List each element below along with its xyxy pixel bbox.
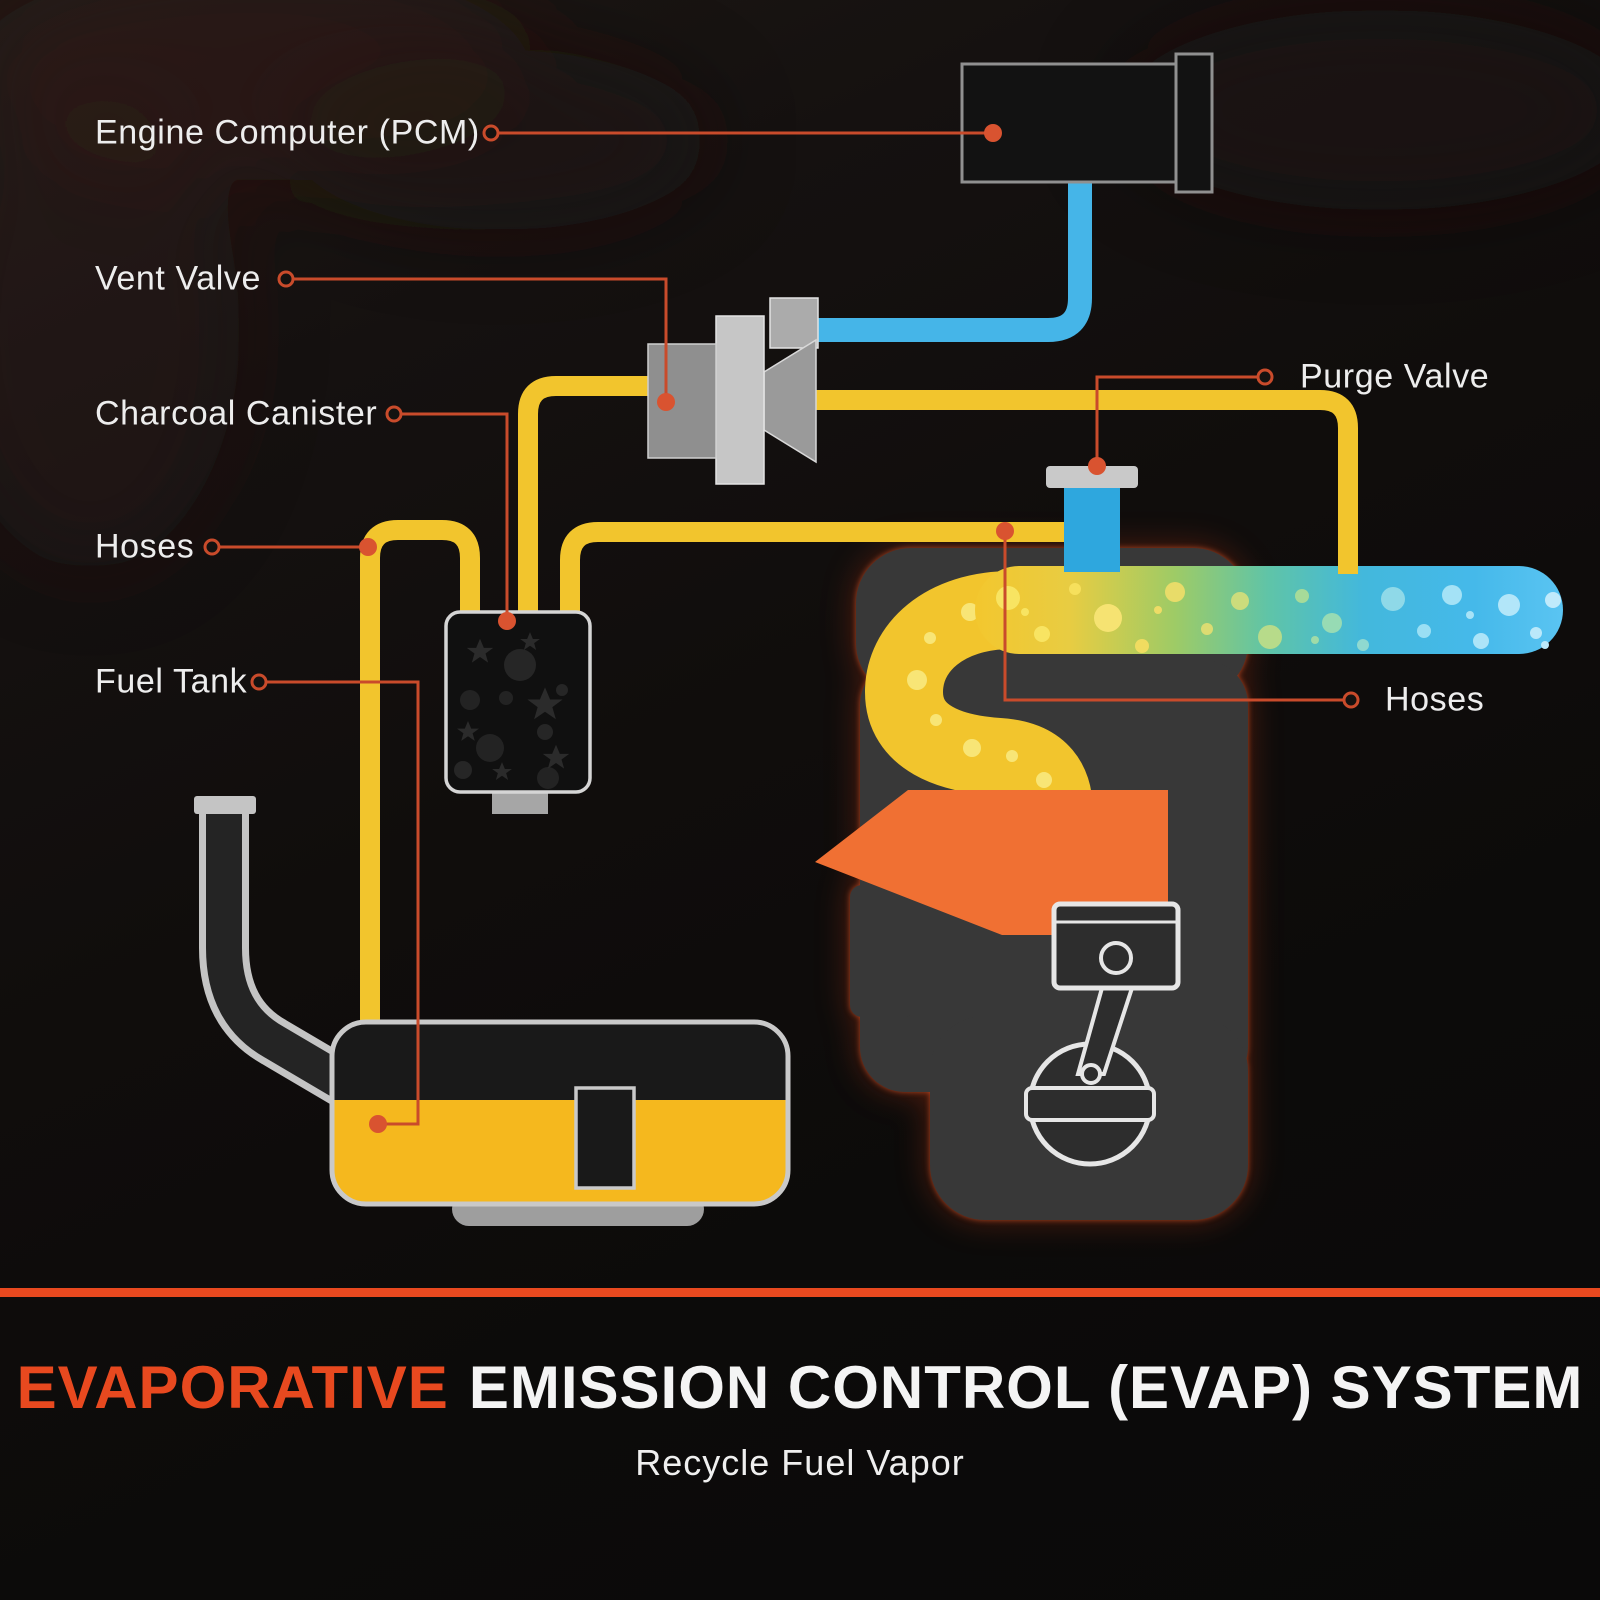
wrist-pin [1099, 941, 1133, 975]
title-highlight: EVAPORATIVE [16, 1354, 449, 1421]
vent-valve-funnel [763, 338, 817, 464]
accent-divider [0, 1288, 1600, 1297]
callout-purge-valve [1088, 368, 1274, 475]
label-hoses-left: Hoses [95, 527, 195, 566]
piston-crank-assembly [1024, 901, 1181, 1167]
label-hoses-right: Hoses [1385, 680, 1485, 719]
page-title: EVAPORATIVE EMISSION CONTROL (EVAP) SYSTE… [0, 1352, 1600, 1424]
callout-fuel-tank [250, 673, 420, 1133]
pcm-signal-line [794, 170, 1092, 342]
purge-valve-cap [1046, 466, 1138, 488]
crank-counterweight [1024, 1086, 1156, 1122]
hose-canister-to-purge-valve [560, 522, 1070, 616]
intake-manifold [815, 790, 1168, 935]
fuel-level [332, 1100, 788, 1204]
background-ambience [0, 0, 1600, 570]
canister-outlet [492, 792, 548, 814]
filler-neck-inner [206, 810, 362, 1104]
purge-valve-body [1064, 488, 1120, 572]
hose-vent-valve-to-canister [518, 376, 652, 616]
charcoal-canister [444, 610, 592, 814]
callout-hoses-left [203, 538, 377, 556]
callout-hoses-right [996, 522, 1360, 709]
filler-cap [194, 796, 256, 814]
callout-vent-valve [277, 270, 675, 411]
fuel-pump-module [574, 1086, 636, 1190]
canister-pattern [454, 632, 570, 789]
label-fuel-tank: Fuel Tank [95, 662, 248, 701]
vent-valve-stem [715, 315, 765, 485]
callouts [203, 124, 1360, 1133]
page-subtitle: Recycle Fuel Vapor [635, 1442, 965, 1483]
vent-valve-port [769, 297, 819, 349]
label-engine-computer: Engine Computer (PCM) [95, 113, 480, 152]
label-vent-valve: Vent Valve [95, 259, 262, 298]
label-charcoal-canister: Charcoal Canister [95, 394, 378, 433]
callout-engine-computer [482, 124, 1002, 142]
vent-valve [647, 297, 819, 485]
pcm-box [960, 52, 1214, 194]
intake-air-tube [975, 566, 1563, 654]
crank-pin [1080, 1063, 1102, 1085]
label-purge-valve: Purge Valve [1300, 357, 1490, 396]
fuel-tank-assembly [194, 796, 791, 1226]
callout-charcoal-canister [385, 405, 516, 630]
title-rest: EMISSION CONTROL (EVAP) SYSTEM [468, 1354, 1584, 1421]
vapor-passage [864, 571, 1093, 814]
hose-vent-valve-to-intake [806, 390, 1358, 574]
purge-valve [1046, 466, 1138, 572]
air-fuel-bubbles [996, 582, 1561, 653]
